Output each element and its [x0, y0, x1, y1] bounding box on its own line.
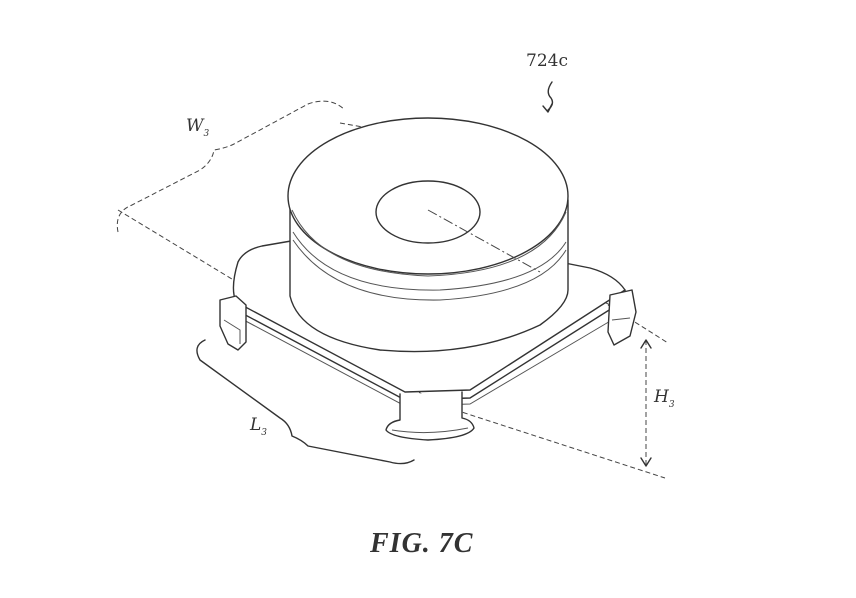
center-axis-top — [427, 209, 541, 273]
ref-arrowhead — [542, 103, 553, 113]
cylinder-step-ring-1 — [292, 231, 567, 291]
cylinder-step-ring-2 — [292, 239, 567, 301]
right-foot — [607, 289, 637, 346]
height-arrow-top — [640, 339, 652, 349]
ref-numeral: 724c — [526, 51, 568, 71]
right-foot-detail — [611, 317, 631, 321]
front-foot — [385, 391, 475, 441]
height-dimension — [640, 339, 652, 467]
cylinder-top-rim — [291, 209, 567, 277]
length-dimension — [196, 339, 415, 465]
width-bracket — [116, 100, 346, 233]
left-foot-detail — [223, 319, 241, 344]
front-foot-rim — [391, 427, 469, 434]
height-label: H3 — [653, 387, 675, 410]
width-dimension — [116, 100, 346, 233]
width-label: W3 — [186, 116, 209, 139]
cylinder-top-face — [287, 117, 569, 275]
cylinder — [287, 117, 569, 353]
left-foot — [219, 295, 247, 351]
center-boss — [375, 180, 481, 244]
length-bracket — [196, 339, 415, 465]
bottom-projection-line — [439, 404, 666, 479]
length-label: L3 — [249, 415, 267, 438]
figure-caption: FIG. 7C — [369, 528, 473, 559]
height-arrow-bottom — [640, 457, 652, 467]
